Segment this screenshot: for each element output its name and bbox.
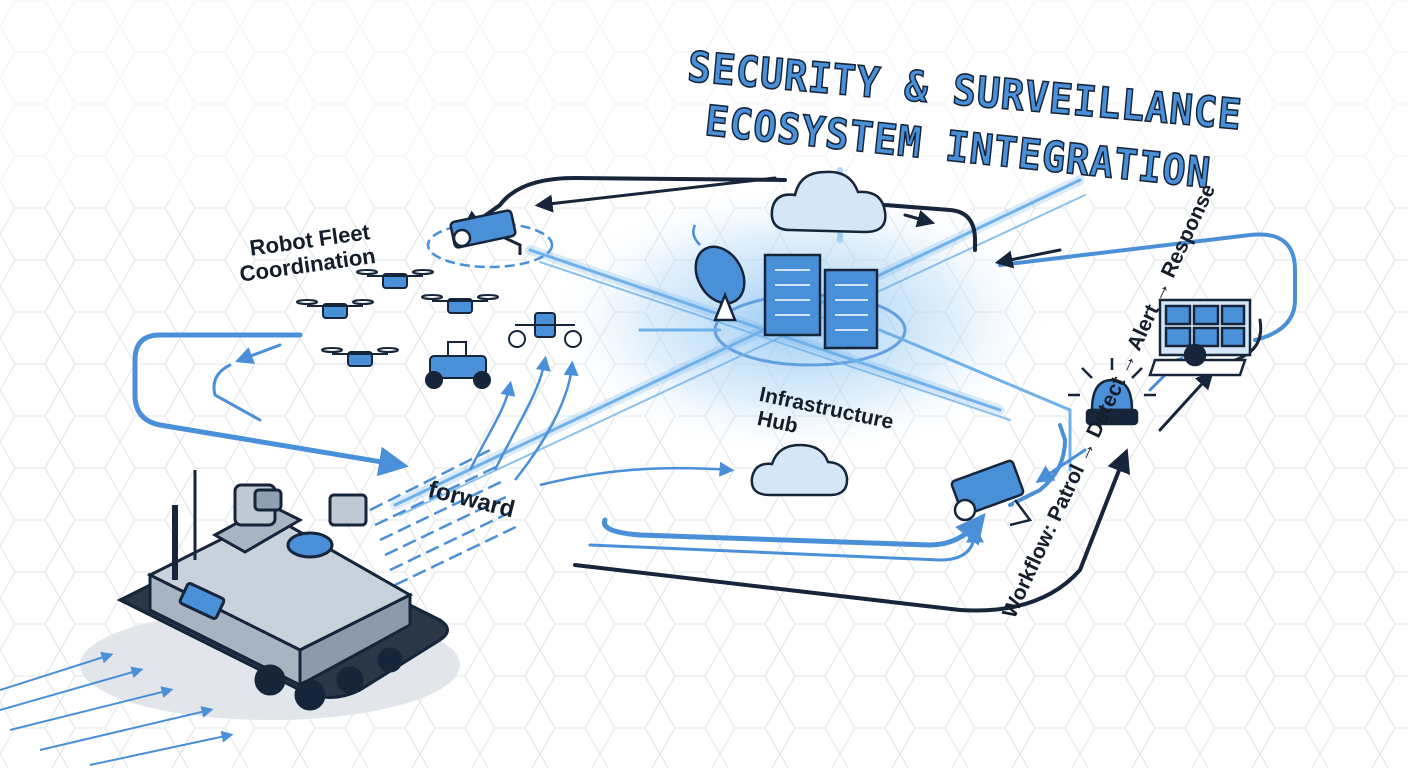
black-loops [459, 175, 1263, 613]
alarm-beacon-icon [1068, 358, 1156, 426]
tracked-robot-icon [80, 470, 460, 720]
monitoring-station-icon [1148, 298, 1252, 377]
server-rack-icon [763, 253, 879, 350]
security-camera-icon-top [426, 209, 554, 269]
drone-icon [421, 294, 499, 314]
cloud-icon-center [750, 443, 849, 497]
security-camera-icon-right [950, 459, 1033, 527]
motion-streaks [0, 651, 234, 766]
ground-rover-icon [425, 341, 491, 389]
satellite-dish-icon [692, 224, 746, 322]
drone-icon [296, 299, 374, 319]
flow-arrows-up [468, 355, 735, 487]
drone-icon [508, 312, 582, 348]
blue-loops [132, 232, 1297, 562]
cloud-icon-top [770, 170, 887, 234]
drone-icon [321, 347, 399, 367]
forward-streaks [369, 448, 521, 587]
drone-icon [356, 269, 434, 289]
drone-fleet [296, 269, 582, 389]
